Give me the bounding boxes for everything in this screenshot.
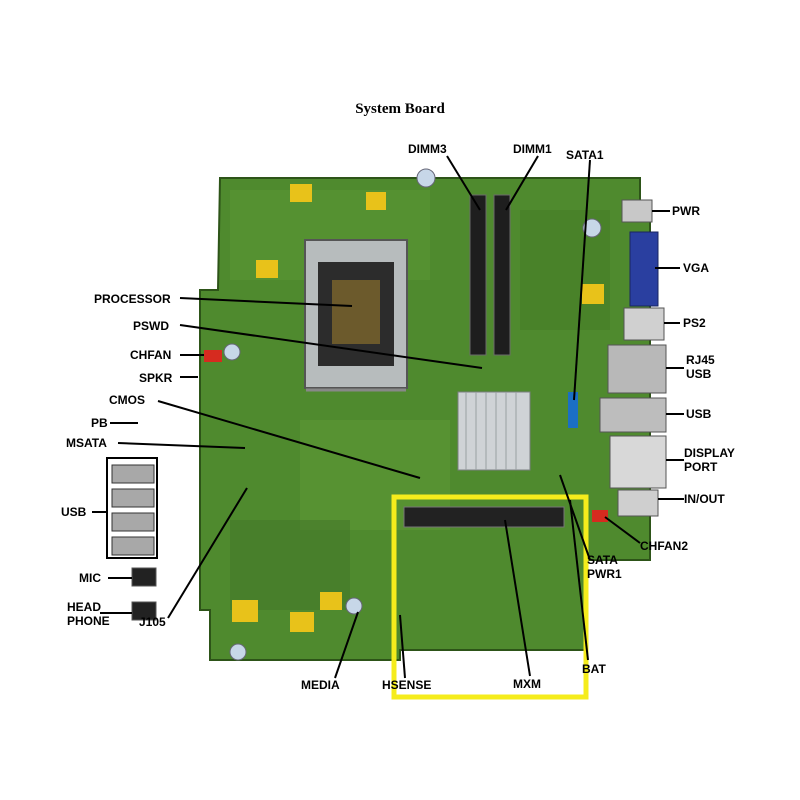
label-dimm3: DIMM3 — [408, 142, 447, 156]
mxm-highlight-box — [391, 494, 589, 700]
label-sata1: SATA1 — [566, 148, 604, 162]
label-in-out: IN/OUT — [684, 492, 725, 506]
label-mic: MIC — [79, 571, 101, 585]
label-processor: PROCESSOR — [94, 292, 171, 306]
capacitors — [223, 168, 604, 661]
dimm-slots — [469, 194, 511, 356]
label-head-phone: HEAD PHONE — [67, 600, 110, 628]
sata1-connector — [568, 392, 578, 428]
diagram-title: System Board — [355, 101, 445, 117]
label-hsense: HSENSE — [382, 678, 432, 692]
label-usb-right: USB — [686, 407, 712, 421]
chfan2-header — [592, 510, 608, 522]
chfan-header — [204, 350, 222, 362]
mxm-slot — [403, 506, 565, 528]
rear-io-panel — [599, 199, 667, 517]
label-pwr: PWR — [672, 204, 700, 218]
label-ps2: PS2 — [683, 316, 706, 330]
pcb — [199, 177, 651, 661]
label-j105: J105 — [139, 615, 166, 629]
mic-jack — [131, 567, 157, 587]
label-sata-pwr1-line1: SATA — [587, 553, 618, 567]
label-display-port: DISPLAY PORT — [684, 446, 735, 474]
label-chfan: CHFAN — [130, 348, 172, 362]
processor-socket — [304, 239, 408, 392]
label-pb: PB — [91, 416, 108, 430]
label-rj45-usb-line2: USB — [686, 367, 712, 381]
label-display-port-line2: PORT — [684, 460, 718, 474]
label-usb-left: USB — [61, 505, 87, 519]
label-sata-pwr1-line2: PWR1 — [587, 567, 622, 581]
left-usb-ports — [106, 457, 158, 559]
leader-lines — [92, 155, 684, 679]
label-head-phone-line1: HEAD — [67, 600, 102, 614]
label-pswd: PSWD — [133, 319, 169, 333]
label-media: MEDIA — [301, 678, 340, 692]
label-bat: BAT — [582, 662, 606, 676]
label-chfan2: CHFAN2 — [640, 539, 689, 553]
label-rj45-usb: RJ45 USB — [686, 353, 715, 381]
label-msata: MSATA — [66, 436, 107, 450]
label-mxm: MXM — [513, 677, 541, 691]
label-sata-pwr1: SATA PWR1 — [587, 553, 622, 581]
label-display-port-line1: DISPLAY — [684, 446, 735, 460]
label-cmos: CMOS — [109, 393, 145, 407]
label-spkr: SPKR — [139, 371, 173, 385]
chipset-heatsink — [457, 391, 531, 471]
headphone-jack — [131, 601, 157, 621]
label-dimm1: DIMM1 — [513, 142, 552, 156]
label-vga: VGA — [683, 261, 710, 275]
label-head-phone-line2: PHONE — [67, 614, 110, 628]
label-rj45-usb-line1: RJ45 — [686, 353, 715, 367]
